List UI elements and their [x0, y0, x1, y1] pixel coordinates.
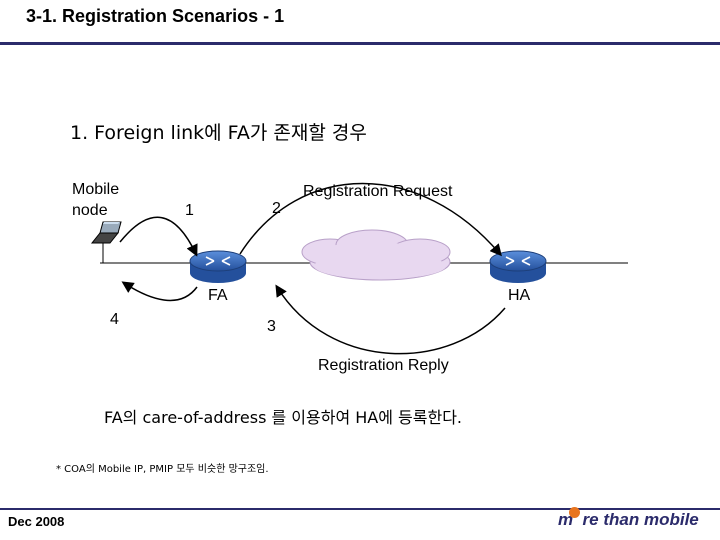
registration-request-label: Registration Request — [303, 183, 453, 200]
mobile-node-label-line2: node — [72, 202, 108, 219]
explanation-text: FA의 care-of-address 를 이용하여 HA에 등록한다. — [104, 408, 463, 427]
footer-date: Dec 2008 — [8, 514, 65, 529]
mobile-node-label: Mobile node — [72, 179, 142, 221]
arrow-step4 — [121, 281, 198, 302]
footer-divider — [0, 508, 720, 510]
brand-dot-icon — [569, 507, 580, 518]
step-3-label: 3 — [267, 318, 276, 335]
step-4-label: 4 — [110, 311, 119, 328]
footnote: * COA의 Mobile IP, PMIP 모두 비슷한 망구조임. — [56, 464, 269, 475]
arrow-step1 — [119, 216, 198, 257]
mobile-node-label-line1: Mobile — [72, 181, 120, 198]
laptop-icon — [90, 221, 122, 244]
slide-subtitle: 1. Foreign link에 FA가 존재할 경우 — [70, 122, 367, 144]
arrow-step2 — [239, 182, 502, 257]
title-divider — [0, 42, 720, 45]
step-2-label: 2 — [272, 200, 281, 217]
ha-label: HA — [508, 287, 531, 304]
router-icon — [189, 250, 247, 283]
router-icon — [489, 250, 547, 283]
brand-logo: m re than mobile — [558, 510, 699, 529]
step-1-label: 1 — [185, 202, 194, 219]
arrow-step3 — [275, 284, 506, 355]
fa-label: FA — [208, 287, 228, 304]
page-title: 3-1. Registration Scenarios - 1 — [26, 6, 285, 26]
cloud-icon — [301, 229, 451, 281]
registration-reply-label: Registration Reply — [318, 357, 449, 374]
